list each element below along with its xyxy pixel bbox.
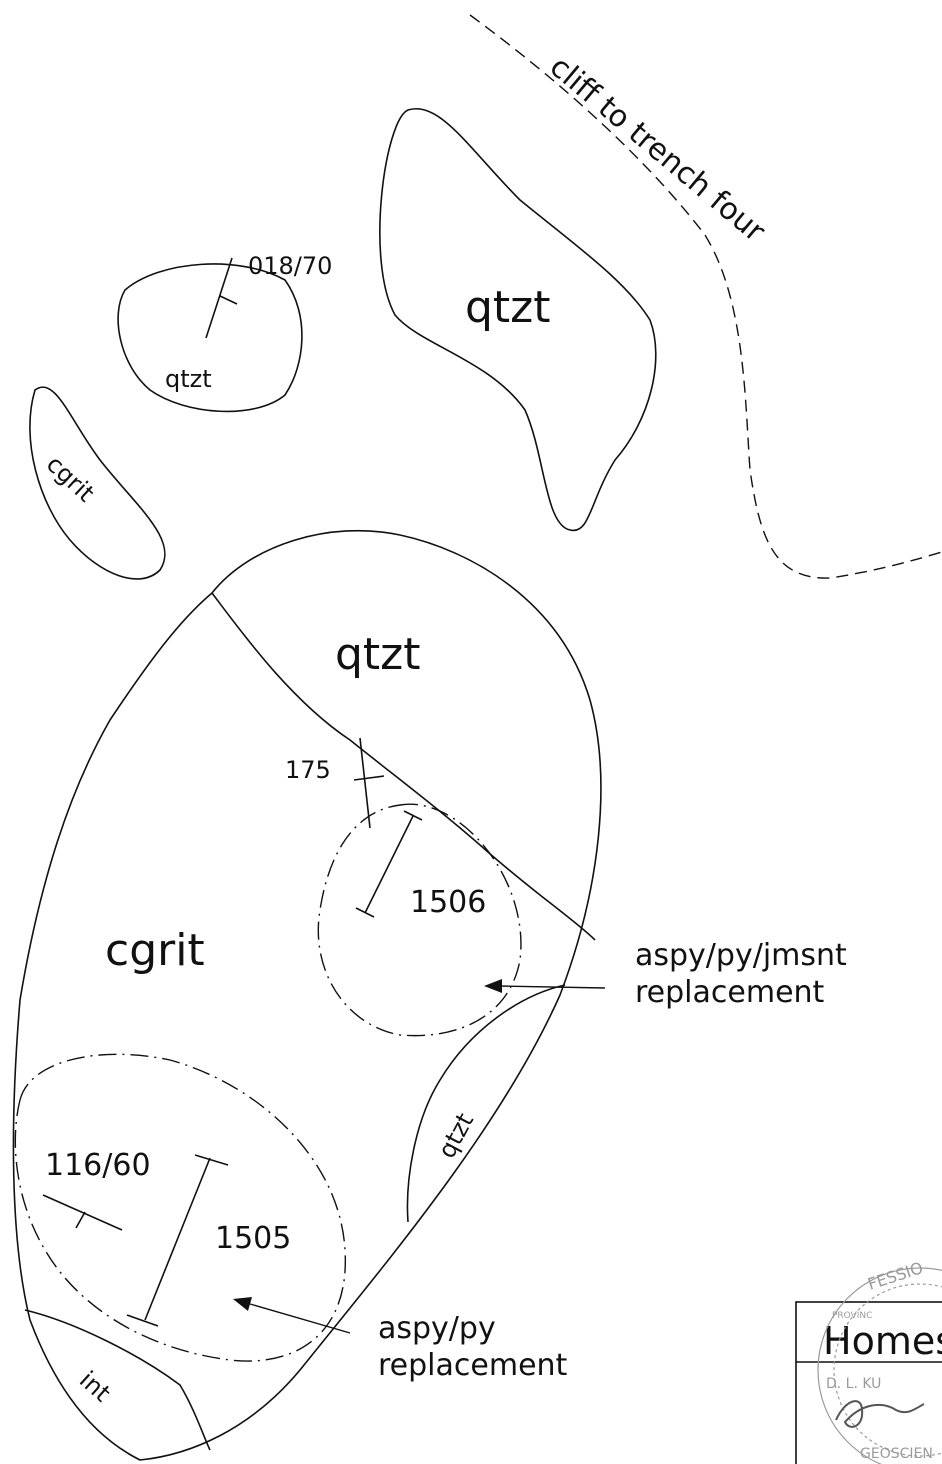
qtzt-strip-outline <box>406 984 566 1223</box>
contact-int <box>24 1309 211 1451</box>
annotation-arrow-1505 <box>249 1303 351 1334</box>
unit-label-qtzt-large: qtzt <box>465 282 551 333</box>
structure-tick-018-70 <box>219 295 238 305</box>
annotation-1505-line1: aspy/py <box>378 1311 496 1346</box>
structure-symbol-116-60 <box>42 1194 123 1231</box>
structure-symbol-018-70 <box>205 257 233 339</box>
unit-label-int: int <box>74 1366 116 1408</box>
main-outcrop-outline <box>12 529 602 1461</box>
structure-tick-116-60 <box>75 1211 86 1229</box>
sample-tick-1505-bottom <box>126 1314 159 1327</box>
sample-tick-1505-top <box>194 1154 229 1166</box>
annotation-arrow-1506 <box>499 985 606 989</box>
annotation-1506-line1: aspy/py/jmsnt <box>635 938 847 973</box>
qtzt-small-outline <box>117 263 303 413</box>
sample-tick-1506-bottom <box>355 907 375 918</box>
seal-name: D. L. KU <box>826 1376 881 1392</box>
structure-label-116-60: 116/60 <box>45 1148 151 1183</box>
contact-qtzt-cgrit <box>211 592 596 941</box>
annotation-1505-line2: replacement <box>378 1348 568 1383</box>
arrowhead-1505 <box>233 1297 252 1311</box>
unit-label-cgrit-small: cgrit <box>41 450 100 508</box>
unit-label-qtzt-small: qtzt <box>165 365 212 393</box>
title-block <box>795 1301 942 1464</box>
seal-ring-top: FESSIO <box>865 1258 925 1294</box>
replacement-zone-1506 <box>317 803 522 1037</box>
seal-signature <box>835 1400 925 1428</box>
sample-label-1505: 1505 <box>215 1221 291 1256</box>
qtzt-large-outline <box>379 107 657 532</box>
sample-line-1506 <box>364 815 414 914</box>
title-block-heading: Homes <box>823 1319 942 1363</box>
unit-label-cgrit-main: cgrit <box>105 925 205 976</box>
arrowhead-1506 <box>484 979 502 993</box>
cliff-label: cliff to trench four <box>543 49 772 249</box>
structure-symbol-175 <box>359 737 371 829</box>
unit-label-qtzt-strip: qtzt <box>433 1108 480 1162</box>
structure-label-175: 175 <box>285 756 331 784</box>
structure-label-018-70: 018/70 <box>248 252 332 280</box>
sample-label-1506: 1506 <box>410 885 486 920</box>
structure-tick-175 <box>353 775 385 781</box>
annotation-1506-line2: replacement <box>635 975 825 1010</box>
seal-ring-province: PROVINC <box>832 1311 872 1321</box>
unit-label-qtzt-upper: qtzt <box>335 629 421 680</box>
cliff-line <box>469 14 942 579</box>
replacement-zone-1505 <box>14 1053 346 1362</box>
sample-tick-1506-top <box>403 810 423 821</box>
seal-ring-bottom: GEOSCIEN <box>860 1446 933 1462</box>
cgrit-small-outline <box>29 386 166 580</box>
sample-line-1505 <box>144 1157 211 1321</box>
